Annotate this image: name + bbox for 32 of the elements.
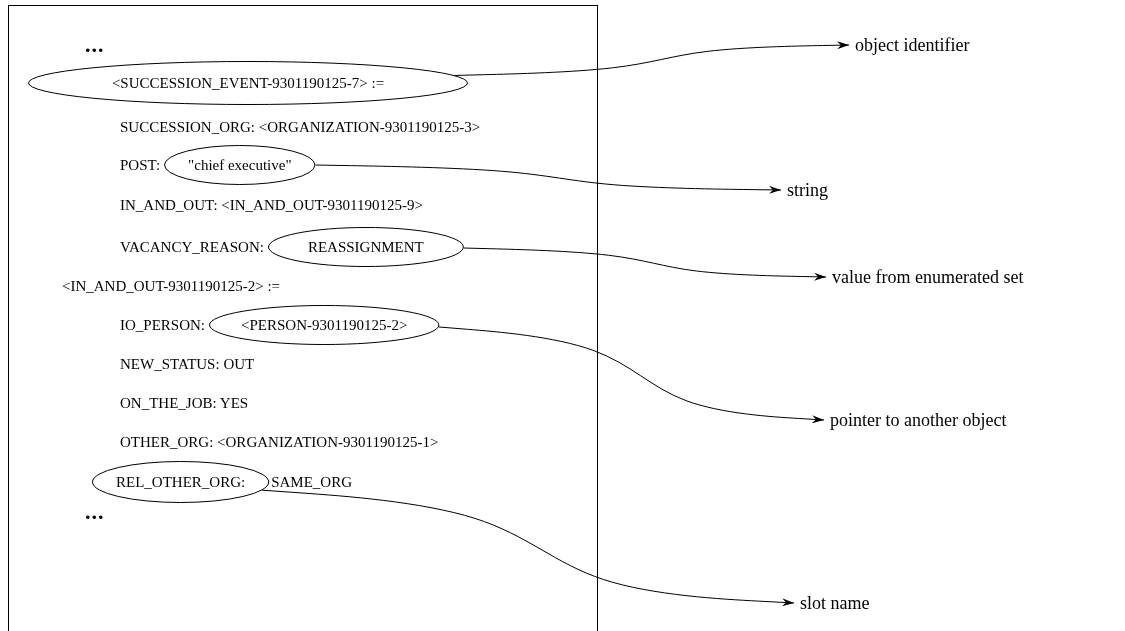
ellipse-highlight [28,61,468,105]
slot-text: REASSIGNMENT [307,238,424,256]
ellipse-highlight [209,305,440,345]
slot-text: SAME_ORG [271,473,353,491]
slot-text: <PERSON-9301190125-2> [241,316,408,334]
slot-text: VACANCY_REASON: [120,238,264,256]
arrow [454,41,850,76]
annotation-text: value from enumerated set [832,266,1024,288]
slot-text: OTHER_ORG: <ORGANIZATION-9301190125-1> [120,433,439,451]
annotation-text: slot name [800,592,870,614]
ellipsis-text: ... [85,32,105,58]
arrow [463,247,827,281]
slot-text: ON_THE_JOB: YES [120,394,249,412]
slot-text: <SUCCESSION_EVENT-9301190125-7> := [111,74,385,92]
slot-text: <IN_AND_OUT-9301190125-2> := [62,277,280,295]
arrow [315,164,782,194]
ellipse-highlight [267,227,464,267]
annotation-text: string [787,179,828,201]
ellipsis-text: ... [85,499,105,525]
slot-text: "chief executive" [188,156,292,174]
slot-text: IO_PERSON: [120,316,205,334]
arrow [438,326,825,424]
annotation-text: object identifier [855,34,970,56]
annotation-text: pointer to another object [830,409,1007,431]
arrow [261,489,795,607]
ellipse-highlight [164,145,316,185]
slot-text: NEW_STATUS: OUT [120,355,255,373]
slot-text: POST: [120,156,161,174]
slot-text: REL_OTHER_ORG: [116,473,246,491]
ellipse-highlight [92,461,270,503]
slot-text: SUCCESSION_ORG: <ORGANIZATION-9301190125-3> [120,118,481,136]
slot-text: IN_AND_OUT: <IN_AND_OUT-9301190125-9> [120,196,423,214]
